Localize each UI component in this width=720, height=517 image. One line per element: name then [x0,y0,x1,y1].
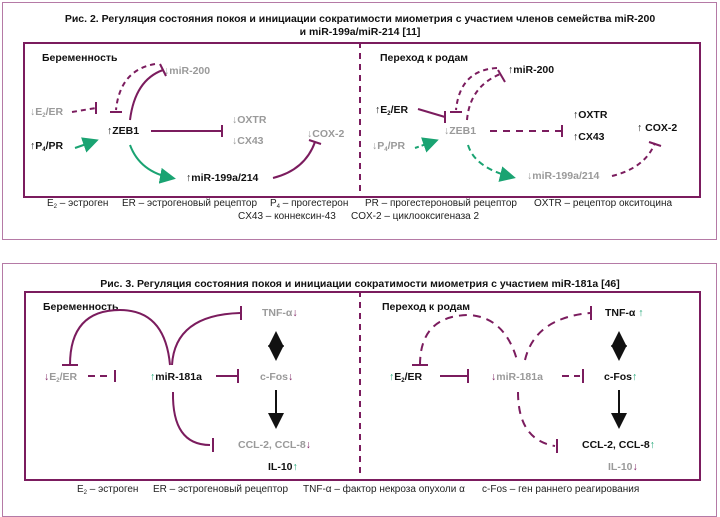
figure-3-box [24,291,701,481]
label-il10: IL-10↓ [608,461,638,473]
legend-p4: P4 – прогестерон [270,198,349,210]
heading-labor: Переход к родам [380,52,469,64]
label-tnf: TNF-α↓ [262,307,298,319]
heading-pregnancy: Беременность [42,52,118,64]
label-il10: IL-10↑ [268,461,298,473]
label-cox2: ↓COX-2 [307,128,345,140]
label-ccl: CCL-2, CCL-8↓ [238,439,311,451]
figure-2-frame [2,2,717,240]
label-cx43: ↑CX43 [573,131,605,143]
figure-2-title: Рис. 2. Регуляция состояния покоя и иниц… [64,13,656,25]
label-zeb1: ↑ZEB1 [107,125,140,137]
heading-labor: Переход к родам [382,301,471,313]
label-e2er: ↑E2/ER [389,371,423,384]
legend-er: ER – эстрогеновый рецептор [122,198,258,209]
figure-3-title: Рис. 3. Регуляция состояния покоя и иниц… [100,278,620,290]
label-mir199: ↑miR-199a/214 [186,172,259,184]
legend-cox2: COX-2 – циклооксигеназа 2 [351,211,480,222]
legend-e2: E2 – эстроген [77,484,139,496]
heading-pregnancy: Беременность [43,301,119,313]
label-cfos: c-Fos↑ [604,371,638,383]
label-ccl: CCL-2, CCL-8↑ [582,439,655,451]
legend-er: ER – эстрогеновый рецептор [153,484,289,495]
label-zeb1: ↓ZEB1 [444,125,477,137]
figure-2-title-line2: и miR-199a/miR-214 [11] [299,26,421,38]
legend-tnf: TNF-α – фактор некроза опухоли α [303,484,465,495]
label-cox2: ↑ COX-2 [637,122,678,134]
label-e2er: ↓E2/ER [30,106,64,119]
figure-2-box [23,42,701,198]
inhibit-zeb1-mir200 [129,69,164,121]
label-e2er: ↑E2/ER [375,104,409,117]
label-mir200: ↑miR-200 [508,64,555,76]
legend-oxtr: OXTR – рецептор окситоцина [534,198,673,209]
label-p4pr: ↓P4/PR [372,140,406,153]
label-oxtr: ↓OXTR [232,114,267,126]
label-mir181a: ↓miR-181a [491,371,543,383]
label-oxtr: ↑OXTR [573,109,608,121]
legend-e2: E2 – эстроген [47,198,109,210]
label-e2er: ↓E2/ER [44,371,78,384]
label-mir199: ↓miR-199a/214 [527,170,600,182]
label-cx43: ↓CX43 [232,135,264,147]
label-cfos: c-Fos↓ [260,371,294,383]
label-mir200: ↓miR-200 [164,65,211,77]
legend-pr: PR – прогестероновый рецептор [365,198,517,209]
legend-cx43: CX43 – коннексин-43 [238,211,336,222]
label-mir181a: ↑miR-181a [150,371,202,383]
label-tnf: TNF-α ↑ [605,307,644,319]
label-p4pr: ↑P4/PR [30,140,64,153]
legend-cfos: c-Fos – ген раннего реагирования [482,484,640,495]
